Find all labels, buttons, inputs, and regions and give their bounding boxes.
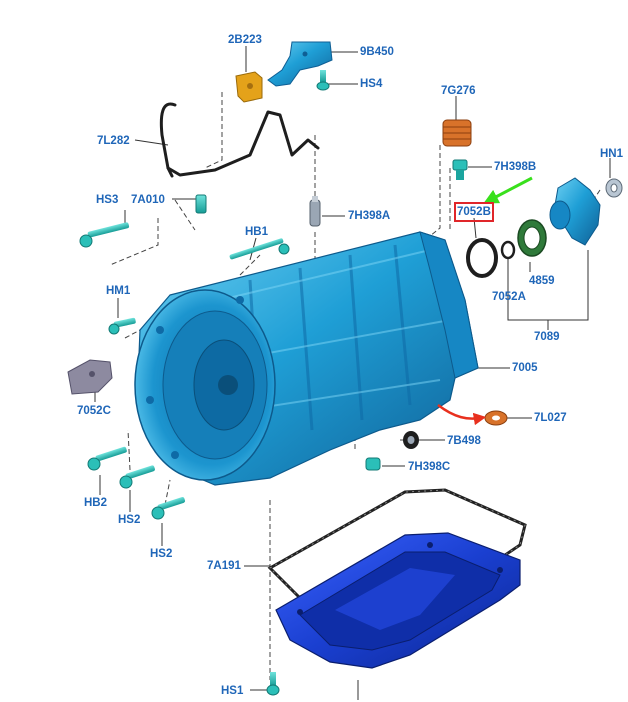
callout-7l027[interactable]: 7L027 [534,412,567,424]
callout-9b450[interactable]: 9B450 [360,46,394,58]
bracket-7052c[interactable] [67,359,113,395]
callout-hs2-lower[interactable]: HS2 [150,548,173,560]
callout-hs4[interactable]: HS4 [360,78,383,90]
sensor-7h398b[interactable] [452,159,468,180]
callout-hb2[interactable]: HB2 [84,497,108,509]
callout-7h398b[interactable]: 7H398B [494,161,537,173]
callout-hn1[interactable]: HN1 [600,148,624,160]
callout-4859[interactable]: 4859 [529,275,555,287]
drain-plug-hs1[interactable] [266,672,280,696]
seal-7g276[interactable] [442,119,472,147]
green-pointer-arrow [483,176,533,204]
red-pointer-arrow [437,404,487,426]
callout-7g276[interactable]: 7G276 [441,85,476,97]
callout-2b223[interactable]: 2B223 [228,34,262,46]
callout-7089[interactable]: 7089 [534,331,560,343]
bolt-hs2-lower[interactable] [151,496,186,520]
fitting-7a010[interactable] [195,194,207,214]
callout-7h398c[interactable]: 7H398C [408,461,451,473]
callout-hs1[interactable]: HS1 [221,685,244,697]
seal-4859[interactable] [517,219,547,257]
bracket-9b450[interactable] [267,41,333,87]
callout-7005[interactable]: 7005 [512,362,538,374]
callout-7052c[interactable]: 7052C [77,405,111,417]
seal-7l027[interactable] [484,410,508,426]
callout-7l282[interactable]: 7L282 [97,135,130,147]
callout-hs2-upper[interactable]: HS2 [118,514,141,526]
callout-7052a[interactable]: 7052A [492,291,526,303]
callout-7a191[interactable]: 7A191 [207,560,241,572]
transmission-case-7005[interactable] [134,231,479,486]
callout-hb1[interactable]: HB1 [245,226,269,238]
bolt-hs3[interactable] [79,222,130,248]
nut-hn1[interactable] [605,178,623,198]
callout-7h398a[interactable]: 7H398A [348,210,391,222]
output-flange-7089[interactable] [549,177,601,246]
ring-7052a[interactable] [500,240,516,260]
bolt-hb1[interactable] [229,238,290,260]
callout-7a010[interactable]: 7A010 [131,194,165,206]
callout-hm1[interactable]: HM1 [106,285,131,297]
callout-7052b-highlighted[interactable]: 7052B [454,202,494,222]
bolt-hs4[interactable] [316,70,330,91]
sensor-7h398c[interactable] [365,457,381,471]
bolt-hs2-upper[interactable] [119,465,155,489]
bolt-hm1[interactable] [108,317,136,335]
sensor-7h398a[interactable] [309,196,321,227]
wire-harness-7l282[interactable] [159,102,320,178]
callout-hs3[interactable]: HS3 [96,194,119,206]
bolt-hb2[interactable] [87,446,127,471]
callout-7b498[interactable]: 7B498 [447,435,481,447]
o-ring-7052b[interactable] [466,238,498,278]
bracket-2b223[interactable] [235,71,263,103]
seal-7b498[interactable] [403,431,419,449]
oil-pan[interactable] [275,532,521,669]
